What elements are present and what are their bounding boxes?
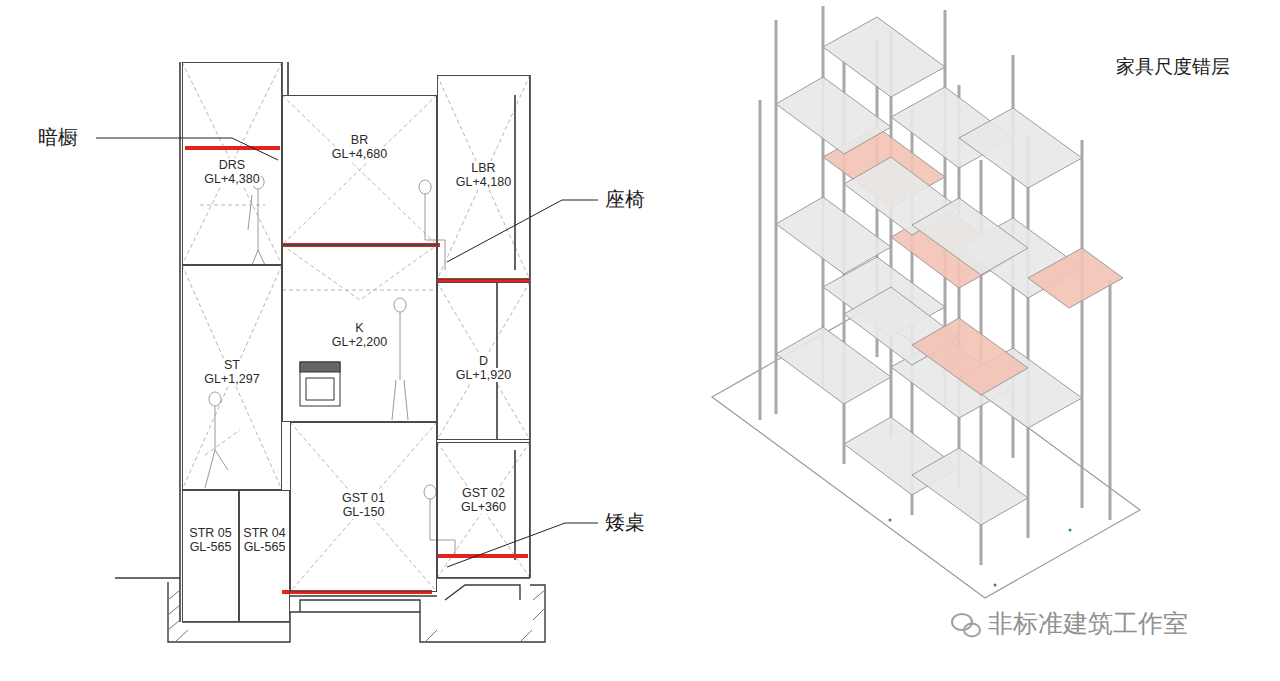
room-box: STGL+1,297 bbox=[182, 265, 282, 490]
floor-level: GL+1,920 bbox=[455, 368, 512, 382]
pole bbox=[1027, 135, 1030, 538]
room-name: GST 02 bbox=[461, 486, 506, 500]
ground-dot bbox=[889, 519, 892, 522]
foundation-outline bbox=[168, 582, 545, 642]
icon-bubble bbox=[952, 614, 972, 630]
axonometric bbox=[712, 6, 1140, 598]
plate bbox=[959, 108, 1082, 188]
red-level-line bbox=[185, 146, 280, 150]
pole bbox=[759, 100, 762, 420]
floor-level: GL-565 bbox=[189, 540, 233, 554]
room-box: STR 04GL-565 bbox=[239, 490, 290, 622]
ground-line bbox=[115, 577, 180, 578]
room-box: BRGL+4,680 bbox=[282, 95, 437, 245]
plate bbox=[776, 77, 891, 154]
floor-level: GL-565 bbox=[243, 540, 287, 554]
plate bbox=[776, 197, 891, 274]
watermark: 非标准建筑工作室 bbox=[988, 608, 1188, 638]
wechat-icon bbox=[952, 614, 980, 637]
room-name: STR 05 bbox=[188, 526, 232, 540]
callout-label: 暗橱 bbox=[38, 125, 78, 149]
stove-top bbox=[300, 362, 340, 372]
red-level-line bbox=[437, 554, 528, 558]
human-figure bbox=[419, 180, 445, 270]
room-name: BR bbox=[350, 133, 369, 147]
plate bbox=[912, 448, 1028, 525]
room-box: LBRGL+4,180 bbox=[437, 75, 530, 280]
wall-line bbox=[282, 62, 288, 95]
room-box: STR 05GL-565 bbox=[182, 490, 239, 622]
human-figure bbox=[248, 175, 265, 265]
leader-line bbox=[96, 138, 278, 160]
room-name: ST bbox=[223, 358, 241, 372]
red-levels bbox=[185, 148, 530, 592]
stove-icon bbox=[300, 362, 340, 406]
floor-level: GL-150 bbox=[342, 505, 386, 519]
pole bbox=[1109, 280, 1112, 520]
human-figure bbox=[205, 392, 228, 488]
dashed-line bbox=[182, 265, 282, 490]
room-name: D bbox=[478, 354, 489, 368]
stove-body bbox=[300, 362, 340, 406]
floor-level: GL+4,180 bbox=[455, 175, 512, 189]
floor-level: GL+360 bbox=[460, 500, 507, 514]
human-figure bbox=[424, 485, 455, 556]
wall-line bbox=[514, 95, 516, 560]
pole bbox=[1081, 140, 1084, 508]
plate bbox=[823, 17, 945, 97]
room-name: GST 01 bbox=[341, 491, 386, 505]
floor-level: GL+4,380 bbox=[203, 172, 260, 186]
plate-highlight bbox=[912, 318, 1028, 395]
room-name: STR 04 bbox=[242, 526, 286, 540]
plates bbox=[776, 17, 1123, 525]
dashed-line bbox=[182, 62, 282, 265]
floor-level: GL+4,680 bbox=[331, 147, 388, 161]
dashed-line bbox=[437, 442, 530, 578]
room-box: GST 02GL+360 bbox=[437, 442, 530, 578]
human-figures bbox=[205, 175, 455, 556]
dashed-line bbox=[290, 422, 437, 592]
dashed-line bbox=[200, 205, 265, 455]
ground-dot bbox=[1069, 529, 1072, 532]
dashed-lines bbox=[182, 62, 530, 592]
ground-dots bbox=[889, 519, 1072, 587]
room-box: DRSGL+4,380 bbox=[182, 62, 282, 265]
dashed-line bbox=[437, 282, 530, 440]
human-figure bbox=[392, 298, 408, 420]
wall-line bbox=[496, 282, 498, 440]
plate-highlight bbox=[1028, 248, 1123, 308]
dashed-line bbox=[437, 75, 530, 280]
room-box: KGL+2,200 bbox=[282, 245, 437, 422]
callout-label: 矮桌 bbox=[605, 510, 645, 534]
room-box: DGL+1,920 bbox=[437, 282, 530, 440]
leader-lines bbox=[96, 138, 598, 567]
ground-dot bbox=[994, 584, 997, 587]
foundation bbox=[115, 578, 545, 642]
room-box: GST 01GL-150 bbox=[290, 422, 437, 592]
room-name: K bbox=[354, 321, 364, 335]
walls bbox=[180, 62, 530, 622]
plate bbox=[776, 327, 891, 404]
hatch bbox=[168, 590, 545, 642]
footing-line bbox=[300, 585, 520, 612]
plate bbox=[912, 198, 1028, 275]
slab-line bbox=[182, 578, 530, 622]
figure-title: 家具尺度错层 bbox=[1116, 55, 1230, 79]
floor-level: GL+1,297 bbox=[203, 372, 260, 386]
leader-line bbox=[447, 523, 598, 567]
icon-bubble bbox=[964, 624, 980, 637]
dashed-line bbox=[282, 95, 437, 245]
leader-line bbox=[447, 200, 598, 262]
dashed-line bbox=[282, 245, 437, 300]
red-level-line bbox=[282, 590, 432, 594]
room-name: DRS bbox=[218, 158, 246, 172]
room-name: LBR bbox=[470, 161, 496, 175]
floor-level: GL+2,200 bbox=[331, 335, 388, 349]
stove-door bbox=[306, 378, 334, 400]
callout-label: 座椅 bbox=[605, 187, 645, 211]
wall-line bbox=[179, 62, 181, 622]
